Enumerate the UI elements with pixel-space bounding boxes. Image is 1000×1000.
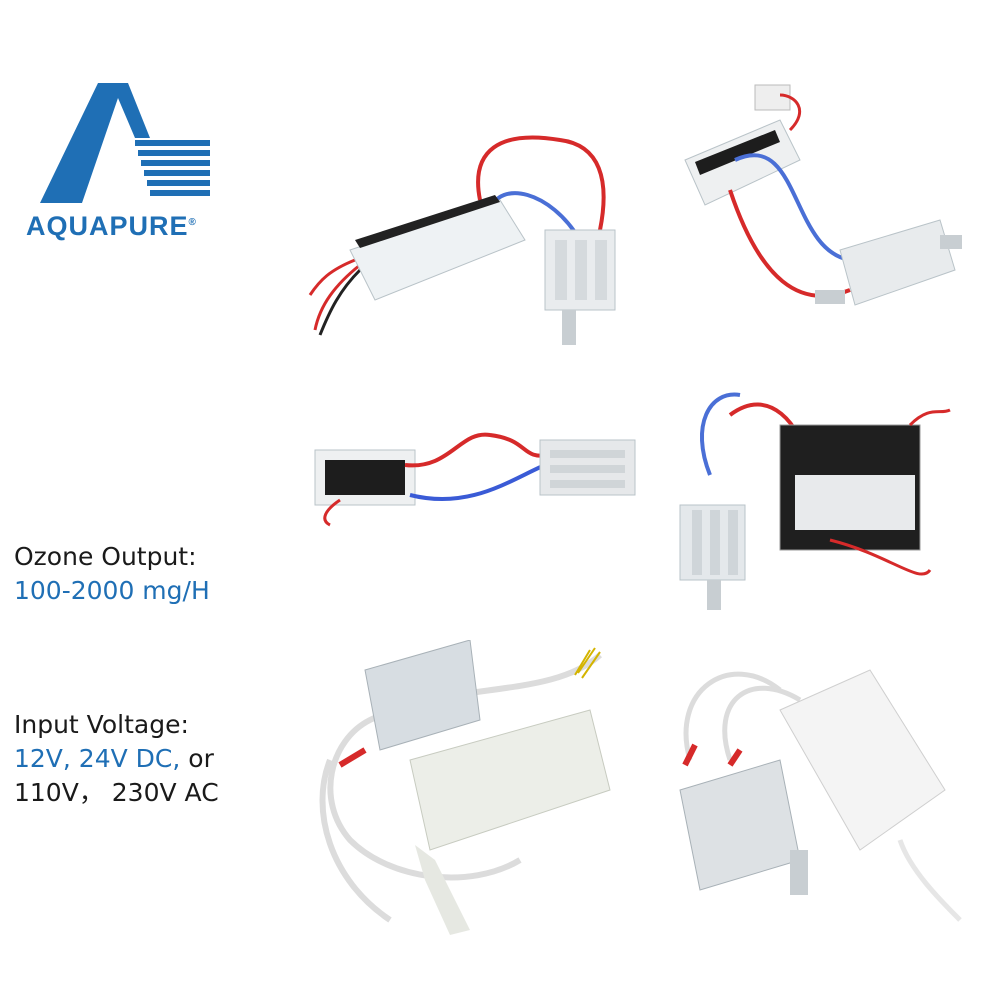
ozone-output-spec: Ozone Output: 100-2000 mg/H <box>14 540 210 608</box>
ozone-generator-photo <box>310 639 640 940</box>
ozone-generator-photo <box>300 120 660 350</box>
ozone-generator-photo <box>670 385 970 615</box>
aquapure-logo: AQUAPURE® <box>22 78 222 253</box>
logo-wordmark: AQUAPURE® <box>26 211 197 241</box>
ozone-generator-photo <box>680 80 980 330</box>
input-voltage-spec: Input Voltage: 12V, 24V DC, or 110V， 230… <box>14 708 219 810</box>
ozone-generator-photo <box>670 650 970 930</box>
logo-mark-icon <box>40 83 210 203</box>
ozone-generator-photo <box>310 420 650 530</box>
ozone-output-value: 100-2000 mg/H <box>14 576 210 605</box>
input-voltage-label: Input Voltage: <box>14 710 189 739</box>
ozone-output-label: Ozone Output: <box>14 542 197 571</box>
input-voltage-dc: 12V, 24V DC, or <box>14 744 214 773</box>
input-voltage-ac: 110V， 230V AC <box>14 778 219 807</box>
